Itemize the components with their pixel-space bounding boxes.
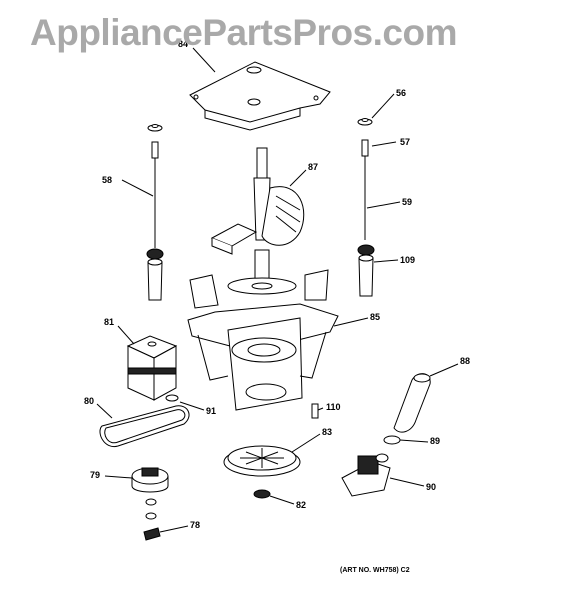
motor (126, 335, 178, 401)
leader-lines (96, 47, 459, 533)
callout-58: 58 (102, 175, 112, 185)
transmission (210, 147, 305, 295)
callout-85: 85 (370, 312, 380, 322)
cover-plate (189, 61, 331, 131)
suspension-rod-left (146, 124, 164, 301)
callout-110: 110 (326, 402, 341, 412)
callout-109: 109 (400, 255, 415, 265)
pulley-nut (253, 489, 271, 499)
callout-79: 79 (90, 470, 100, 480)
callout-81: 81 (104, 317, 114, 327)
callout-57: 57 (400, 137, 410, 147)
art-number: (ART NO. WH758) C2 (340, 567, 410, 574)
drive-pulley (223, 445, 301, 477)
motor-pulley (165, 394, 179, 402)
bolt (311, 403, 319, 419)
clip (143, 527, 161, 541)
drive-belt (99, 405, 190, 448)
callout-59: 59 (402, 197, 412, 207)
mounting-plate (187, 269, 339, 411)
pump-pulley (131, 467, 169, 520)
suspension-rod-right (357, 118, 375, 297)
callout-90: 90 (426, 482, 436, 492)
callout-88: 88 (460, 356, 470, 366)
hose-clamp (383, 435, 401, 445)
callout-83: 83 (322, 427, 332, 437)
callout-91: 91 (206, 406, 216, 416)
watermark: AppliancePartsPros.com (30, 12, 457, 53)
callout-56: 56 (396, 88, 406, 98)
callout-top: 84 (178, 39, 188, 49)
callout-87: 87 (308, 162, 318, 172)
callout-78: 78 (190, 520, 200, 530)
drain-hose (393, 373, 431, 433)
callout-82: 82 (296, 500, 306, 510)
callout-80: 80 (84, 396, 94, 406)
callout-89: 89 (430, 436, 440, 446)
pump (341, 453, 391, 497)
